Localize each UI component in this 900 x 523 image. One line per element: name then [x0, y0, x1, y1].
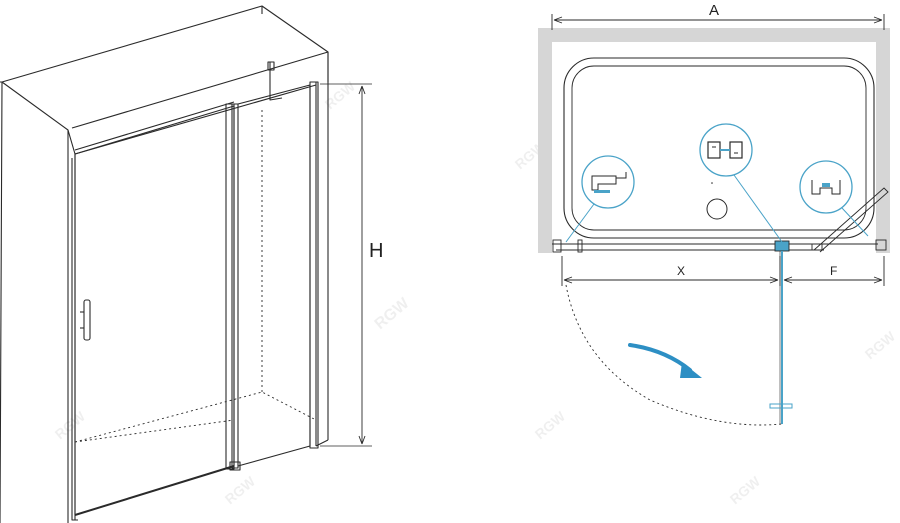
watermark: RGW [862, 328, 899, 363]
watermark: RGW [372, 294, 414, 333]
rotation-arrow [628, 343, 692, 372]
top-rail [74, 101, 235, 155]
watermark: RGW [322, 78, 359, 113]
door-width-label: X [677, 264, 686, 278]
shower-tray-outer [563, 57, 875, 239]
width-label: A [709, 2, 720, 19]
watermark: RGW [222, 473, 259, 508]
hinge-block [774, 240, 790, 252]
left-side-wall [538, 28, 552, 253]
watermark: RGW [727, 473, 764, 508]
drain [706, 198, 728, 220]
detail-callout-center [699, 123, 783, 243]
fixed-panel-plan [813, 187, 889, 253]
door-handle [83, 299, 91, 341]
height-label: H [369, 240, 384, 262]
swing-arc [565, 284, 783, 426]
ceiling-edges [1, 5, 329, 129]
hinge-profile [225, 103, 235, 470]
watermark: RGW [52, 408, 89, 443]
left-wall [0, 81, 69, 523]
watermark: RGW [532, 408, 569, 443]
back-wall-top [74, 84, 317, 155]
perspective-view [0, 5, 372, 523]
watermark-group: RGW RGW RGW RGW RGW RGW RGW RGW [52, 78, 899, 508]
left-profile [552, 239, 562, 253]
shower-tray-inner [571, 65, 867, 231]
door-panel [74, 106, 235, 516]
right-side-wall [876, 28, 890, 253]
detail-callout-right [799, 160, 869, 237]
fixed-panel [237, 84, 311, 467]
plan-view [538, 14, 890, 426]
back-wall [538, 28, 890, 42]
tray-hidden-lines [74, 110, 317, 443]
back-wall-right [315, 52, 329, 446]
detail-callout-left [565, 155, 635, 243]
fixed-width-label: F [830, 264, 838, 278]
